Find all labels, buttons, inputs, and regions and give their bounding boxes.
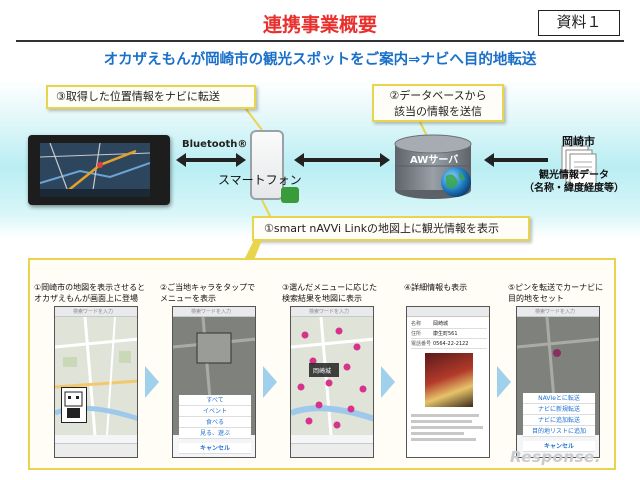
- step-arrow-3: [381, 366, 395, 398]
- map-view: [55, 317, 137, 435]
- callout-1-connector: [246, 109, 262, 130]
- screenshot-step-5: 検索ワードを入力 NAVIeとに転送 ナビに新規転送 ナビに追加転送 目的地リス…: [516, 306, 600, 458]
- step-5-caption: ⑤ピンを転送でカーナビに 目的地をセット: [508, 282, 603, 304]
- step-4-line1: ④詳細情報も表示: [404, 282, 467, 293]
- info-value-address: 康生町561: [433, 331, 458, 337]
- page-subtitle: オカザえもんが岡崎市の観光スポットをご案内⇒ナビへ目的地転送: [0, 48, 640, 69]
- callout-transfer-location: ③取得した位置情報をナビに転送: [46, 85, 256, 109]
- callout-3-connector: [262, 200, 270, 216]
- search-bar-5: 検索ワードを入力: [517, 307, 599, 317]
- menu-cancel-button[interactable]: キャンセル: [179, 443, 251, 454]
- step-3-caption: ③選んだメニューに応じた 検索結果を地図に表示: [282, 282, 377, 304]
- search-bar: 検索ワードを入力: [55, 307, 137, 317]
- map-pin-label: 岡崎城: [313, 366, 331, 375]
- map-view-pins: 岡崎城: [291, 317, 373, 435]
- screenshot-step-2: 検索ワードを入力 すべて イベント 食べる 見る、遊ぶ キャンセル: [172, 306, 256, 458]
- search-placeholder-3: 検索ワードを入力: [309, 308, 349, 315]
- info-key-phone: 電話番号: [411, 340, 433, 349]
- step-2-caption: ②ご当地キャラをタップで メニューを表示: [160, 282, 255, 304]
- bluetooth-arrow-icon: [176, 153, 246, 167]
- step-1-caption: ①岡崎市の地図を表示させると オカザえもんが画面上に登場: [34, 282, 145, 304]
- step-2-line1: ②ご当地キャラをタップで: [160, 282, 255, 293]
- info-key-name: 名称: [411, 320, 433, 329]
- callout-2-line2: 該当の情報を送信: [374, 104, 502, 120]
- transfer-item-list[interactable]: 目的地リストに追加: [523, 426, 595, 437]
- menu-item-see[interactable]: 見る、遊ぶ: [179, 428, 251, 439]
- map-pins-icon: [291, 317, 373, 435]
- info-value-name: 岡崎城: [433, 321, 448, 327]
- search-placeholder: 検索ワードを入力: [73, 308, 113, 315]
- step-5-line2: 目的地をセット: [508, 293, 603, 304]
- data-arrow-icon: [484, 153, 548, 167]
- tourism-data-line1: 観光情報データ: [510, 169, 638, 182]
- sync-arrow-icon: [294, 153, 390, 167]
- tourism-data-line2: （名称・緯度経度等）: [510, 182, 638, 195]
- callout-2-line1: ②データベースから: [374, 88, 502, 104]
- transfer-item-new[interactable]: ナビに新規転送: [523, 404, 595, 415]
- search-placeholder-5: 検索ワードを入力: [535, 308, 575, 315]
- menu-item-event[interactable]: イベント: [179, 406, 251, 417]
- step-arrow-1: [145, 366, 159, 398]
- detail-text-block: [411, 411, 487, 451]
- okazaki-label: 岡崎市: [562, 133, 595, 149]
- mascot-icon: [61, 387, 87, 423]
- search-placeholder-2: 検索ワードを入力: [191, 308, 231, 315]
- app-footer-3: [291, 443, 373, 457]
- navigation-screen: [40, 143, 150, 197]
- smartphone-label: スマートフォン: [218, 171, 302, 188]
- steps-connector: [240, 240, 270, 260]
- title-divider: [16, 40, 624, 42]
- smartphone-icon: [250, 130, 284, 200]
- screenshot-step-3: 検索ワードを入力 岡崎城: [290, 306, 374, 458]
- response-watermark: Response.: [510, 448, 601, 466]
- app-footer: [55, 443, 137, 457]
- screenshot-step-1: 検索ワードを入力: [54, 306, 138, 458]
- document-badge: 資料１: [538, 10, 620, 36]
- transfer-item-add[interactable]: ナビに追加転送: [523, 415, 595, 426]
- info-row-address: 住所康生町561: [411, 330, 487, 339]
- menu-item-all[interactable]: すべて: [179, 395, 251, 406]
- detail-header: [407, 307, 489, 317]
- bluetooth-label: Bluetooth®: [182, 139, 247, 150]
- transfer-item-navie[interactable]: NAVIeとに転送: [523, 393, 595, 404]
- info-row-name: 名称岡崎城: [411, 320, 487, 329]
- step-arrow-2: [263, 366, 277, 398]
- step-3-line2: 検索結果を地図に表示: [282, 293, 377, 304]
- search-bar-2: 検索ワードを入力: [173, 307, 255, 317]
- callout-database-send: ②データベースから 該当の情報を送信: [372, 84, 504, 122]
- step-2-line2: メニューを表示: [160, 293, 255, 304]
- info-key-address: 住所: [411, 330, 433, 339]
- globe-icon: [441, 167, 471, 197]
- info-value-phone: 0564-22-2122: [433, 341, 468, 347]
- app-icon: [281, 187, 299, 203]
- tourism-data-label: 観光情報データ （名称・緯度経度等）: [510, 169, 638, 195]
- step-1-line2: オカザえもんが画面上に登場: [34, 293, 145, 304]
- search-bar-3: 検索ワードを入力: [291, 307, 373, 317]
- server-label: AWサーバ: [410, 151, 458, 166]
- menu-item-eat[interactable]: 食べる: [179, 417, 251, 428]
- step-arrow-4: [497, 366, 511, 398]
- step-5-line1: ⑤ピンを転送でカーナビに: [508, 282, 603, 293]
- callout-display-info: ①smart nAVVi Linkの地図上に観光情報を表示: [252, 216, 530, 241]
- step-3-line1: ③選んだメニューに応じた: [282, 282, 377, 293]
- navigation-map-icon: [40, 143, 150, 197]
- step-1-line1: ①岡崎市の地図を表示させると: [34, 282, 145, 293]
- step-4-caption: ④詳細情報も表示: [404, 282, 467, 293]
- detail-photo: [425, 353, 473, 407]
